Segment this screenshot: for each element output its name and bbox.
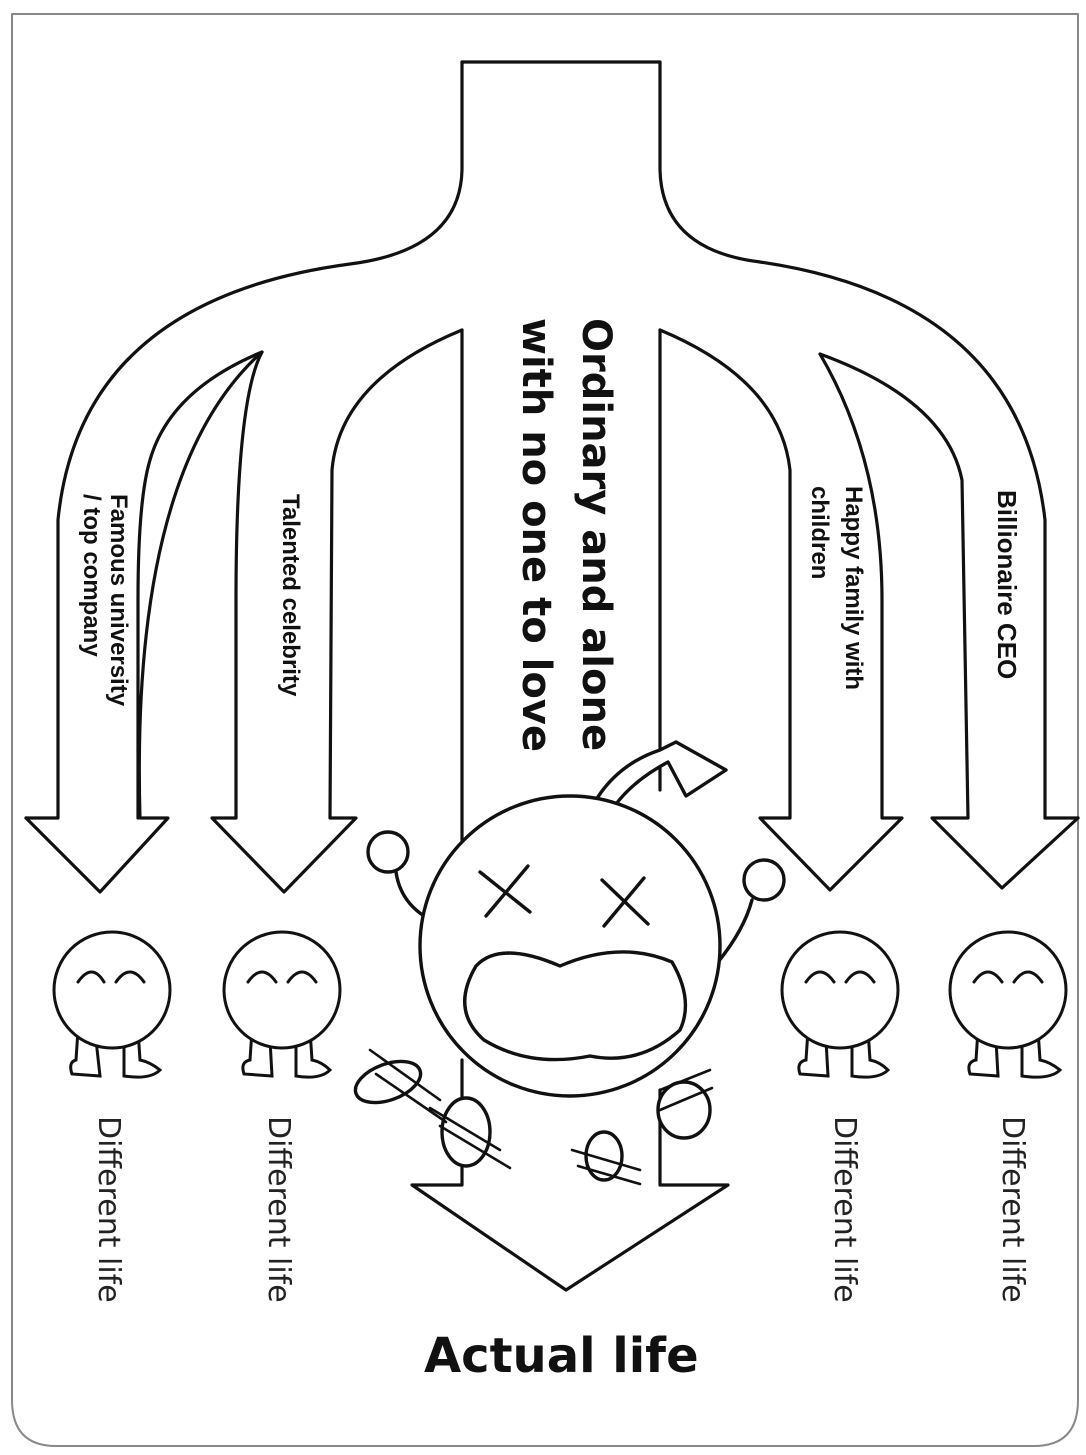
- happy-character-3: [780, 930, 900, 1079]
- arrow-talented-celebrity: [210, 328, 464, 894]
- trunk-outline-left: [24, 60, 464, 820]
- label-different-life-2: Different life: [261, 1116, 296, 1303]
- happy-character-2: [222, 930, 342, 1079]
- label-actual-life: Actual life: [424, 1328, 699, 1384]
- arrow-famous-university: [24, 350, 264, 894]
- happy-character-4: [948, 930, 1068, 1079]
- arrow-actual-life-head: [410, 1058, 730, 1292]
- motion-lines: [368, 1048, 714, 1186]
- label-different-life-3: Different life: [827, 1116, 862, 1303]
- arrow-happy-family: [658, 328, 904, 892]
- left-arm: [394, 870, 426, 918]
- label-happy-family: Happy family with children: [806, 486, 867, 691]
- label-famous-university: Famous university / top company: [78, 494, 132, 707]
- label-billionaire-ceo: Billionaire CEO: [992, 490, 1022, 680]
- open-mouth: [463, 950, 688, 1062]
- label-different-life-4: Different life: [995, 1116, 1030, 1303]
- happy-character-1: [52, 930, 172, 1079]
- label-different-life-1: Different life: [91, 1116, 126, 1303]
- x-eye-right: [600, 876, 650, 928]
- label-talented-celebrity: Talented celebrity: [277, 494, 304, 697]
- x-eye-left: [478, 864, 532, 918]
- arrow-billionaire-ceo: [818, 352, 1080, 890]
- label-ordinary-alone: Ordinary and alone with no one to love: [513, 318, 619, 753]
- trunk-outline: [460, 60, 1080, 820]
- right-arm: [716, 898, 754, 964]
- crying-character: [353, 740, 786, 1186]
- card-frame: [11, 13, 1079, 1447]
